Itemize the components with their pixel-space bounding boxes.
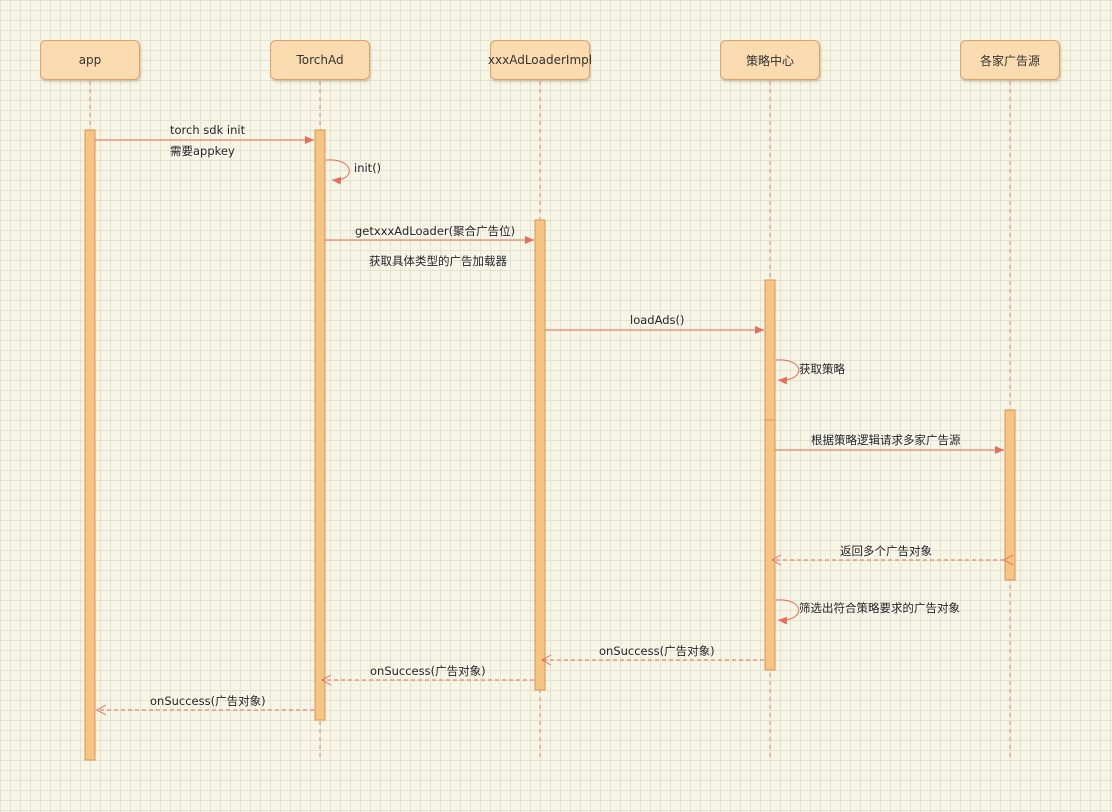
participant-strategy: 策略中心: [720, 40, 820, 80]
participant-loader: xxxAdLoaderImpl: [487, 40, 593, 80]
participant-torchad: TorchAd: [270, 40, 370, 80]
activation-loader: [534, 219, 546, 691]
activation-sources: [1004, 409, 1016, 581]
participant-label: app: [78, 53, 102, 67]
label-torch-sdk-init: torch sdk init: [170, 123, 246, 137]
activation-torchad: [314, 129, 326, 721]
return-head-success-torchad: [320, 674, 332, 686]
participant-label: 各家广告源: [979, 53, 1040, 68]
label-on-success-torchad: onSuccess(广告对象): [370, 664, 486, 678]
label-get-loader: getxxxAdLoader(聚合广告位): [355, 224, 516, 238]
participant-label: xxxAdLoaderImpl: [487, 53, 593, 67]
label-request-sources: 根据策略逻辑请求多家广告源: [811, 433, 961, 447]
return-head-success-loader: [540, 654, 552, 666]
label-self-init: init(): [354, 161, 382, 175]
self-arrow-get-strategy: [775, 359, 800, 385]
self-arrow-init: [325, 159, 350, 185]
label-get-loader-note: 获取具体类型的广告加载器: [369, 254, 507, 268]
label-load-ads: loadAds(): [630, 313, 685, 327]
label-get-strategy: 获取策略: [799, 362, 845, 376]
label-filter-ads: 筛选出符合策略要求的广告对象: [799, 601, 960, 615]
label-needs-appkey: 需要appkey: [170, 144, 235, 158]
label-on-success-loader: onSuccess(广告对象): [599, 644, 715, 658]
participant-sources: 各家广告源: [960, 40, 1060, 80]
self-arrow-filter-ads: [775, 599, 800, 625]
return-head-ads: [770, 554, 782, 566]
activation-strategy: [764, 279, 776, 671]
participant-label: 策略中心: [745, 53, 794, 68]
label-return-ads: 返回多个广告对象: [840, 544, 932, 558]
participant-label: TorchAd: [296, 53, 344, 67]
activation-app: [84, 129, 96, 761]
return-head-success-app: [95, 704, 107, 716]
participant-app: app: [40, 40, 140, 80]
label-on-success-app: onSuccess(广告对象): [150, 694, 266, 708]
